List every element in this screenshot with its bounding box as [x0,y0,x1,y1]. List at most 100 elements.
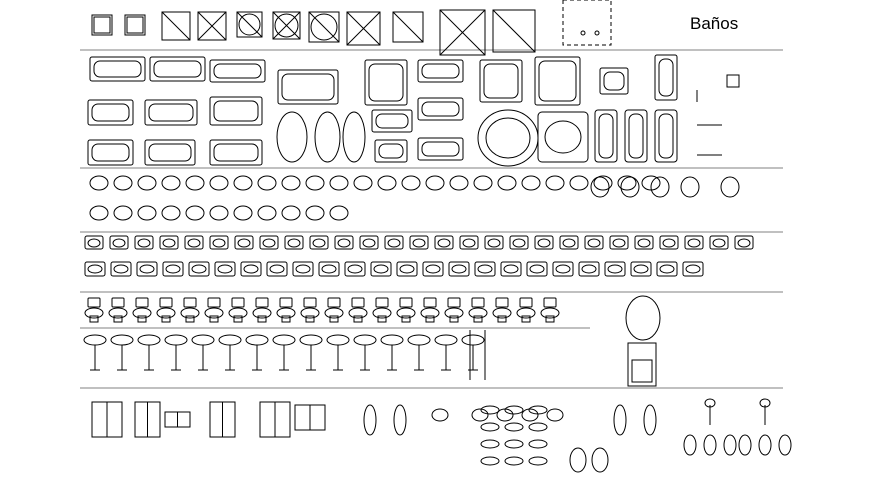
toilet-bowl [84,307,104,319]
shower-drain [274,13,299,38]
wall-sink-plan [480,422,500,432]
bathtub-symbol [594,109,618,163]
toilet-tank [255,297,269,308]
sink-plan-symbol [459,235,479,250]
bathtub-symbol [364,59,408,106]
toilet-tank [543,297,557,308]
toilet-pedestal [353,315,363,323]
bathtub-basin [421,141,460,157]
bathtub-basin [378,143,404,159]
toilet-plan-symbol [521,175,541,191]
sink-bowl [399,264,415,274]
bidet-plan-symbol [329,205,349,221]
shower-tray-symbol [439,9,486,56]
sink-plan-symbol [240,261,262,277]
toilet-pedestal [209,315,219,323]
sink-bowl [113,264,129,274]
bathtub-basin [603,71,625,91]
sink-bowl [237,238,251,248]
sink-plan-symbol [409,235,429,250]
bathtub-symbol [417,137,464,161]
toilet-tank [159,297,173,308]
toilet-bowl [300,307,320,319]
bathtub-basin [281,73,335,101]
shower-tray-symbol [392,11,424,43]
toilet-plan-symbol [497,175,517,191]
shower-tray-symbol [124,14,146,36]
sink-plan-symbol [474,261,496,277]
sink-plan-symbol [110,261,132,277]
toilet-tank [423,297,437,308]
bathtub-basin [213,63,262,79]
toilet-plan-symbol [680,176,700,198]
sink-plan-symbol [500,261,522,277]
sink-plan-symbol [604,261,626,277]
sink-plan-symbol [344,261,366,277]
drain [580,30,586,36]
bathtub-basin [658,113,674,159]
sink-bowl [633,264,649,274]
bathtub-symbol [149,56,206,82]
sink-bowl [451,264,467,274]
toilet-bowl [180,307,200,319]
toilet-pedestal [305,315,315,323]
toilet-plan-symbol [161,175,181,191]
sink-bowl [437,238,451,248]
bidet-plan-symbol [161,205,181,221]
sink-plan-symbol [526,261,548,277]
pendant-lamp [704,398,716,408]
sink-plan-symbol [484,235,504,250]
toilet-pedestal [521,315,531,323]
sink-plan-symbol [396,261,418,277]
urinal-symbol [643,404,657,436]
sink-bowl [347,264,363,274]
bidet-plan-symbol [185,205,205,221]
sink-elevation-basin [353,334,377,346]
sink-bowl [212,238,226,248]
urinal-group-symbol [683,434,697,456]
sink-plan-symbol [384,235,404,250]
shower-tray-symbol [346,11,381,46]
sink-plan-symbol [334,235,354,250]
wall-sink-plan [504,405,524,415]
sink-bowl [662,238,676,248]
sink-bowl [321,264,337,274]
bathtub-basin [375,113,409,129]
sink-plan-symbol [682,261,704,277]
bathtub-basin [91,103,130,122]
toilet-plan-symbol [569,175,589,191]
toilet-plan-symbol [329,175,349,191]
bidet-plan-symbol [209,205,229,221]
sink-bowl [243,264,259,274]
bathtub-symbol [534,56,581,106]
sink-plan-symbol [359,235,379,250]
sink-elevation-basin [191,334,215,346]
sink-bowl [659,264,675,274]
tray-diagonal [236,11,263,38]
shower-tray-symbol [236,11,263,38]
oval-bathtub [342,111,366,163]
bathtub-symbol [144,139,196,166]
sink-plan-symbol [584,235,604,250]
tray-diagonal [197,11,227,41]
sink-bowl [162,238,176,248]
sink-elevation-basin [380,334,404,346]
shower-outline-dashed [562,0,612,46]
sink-plan-symbol [630,261,652,277]
toilet-tank [327,297,341,308]
tile-pattern [93,16,111,34]
toilet-tank [303,297,317,308]
urinal-group-symbol [758,434,772,456]
bathtub-basin [658,58,674,97]
sink-plan-symbol [266,261,288,277]
sink-bowl [337,238,351,248]
toilet-bowl [540,307,560,319]
sink-bowl [312,238,326,248]
urinal-group-symbol [738,434,752,456]
sink-plan-symbol [159,235,179,250]
toilet-pedestal [401,315,411,323]
sink-bowl [112,238,126,248]
bathtub-basin [148,143,192,162]
sink-plan-symbol [509,235,529,250]
